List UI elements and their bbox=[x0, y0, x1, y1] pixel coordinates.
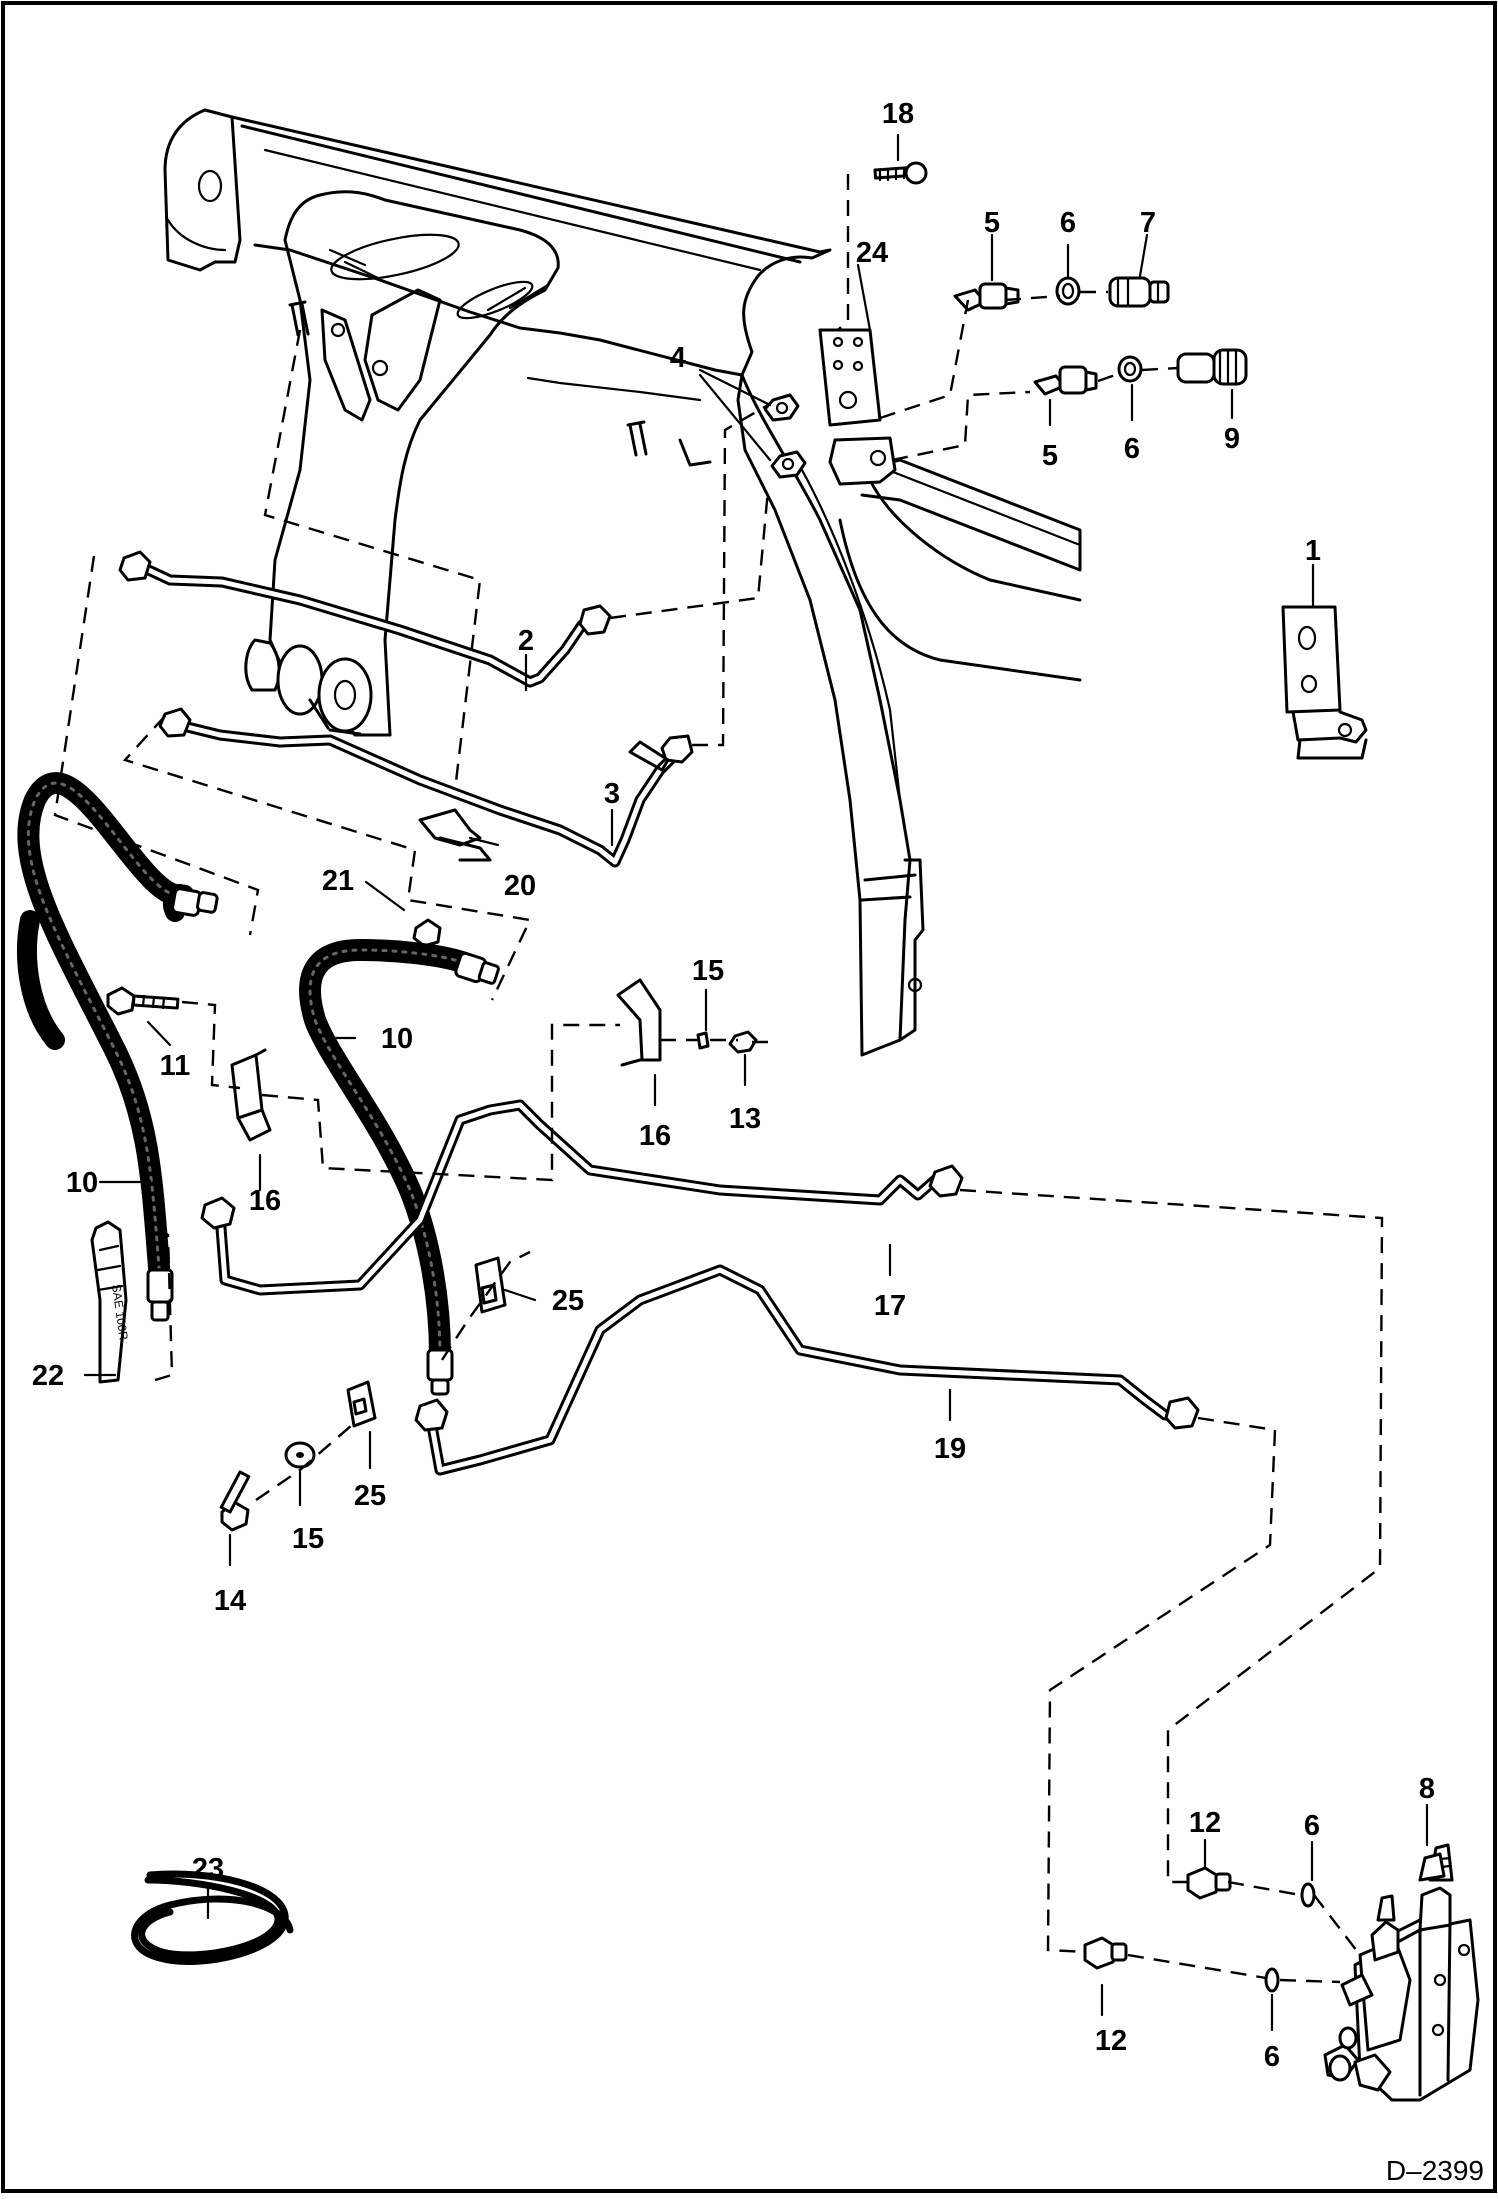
callout-13: 13 bbox=[729, 1103, 761, 1135]
nuts-4 bbox=[763, 393, 807, 479]
callout-23: 23 bbox=[192, 1853, 224, 1885]
fittings-lower bbox=[1033, 348, 1248, 396]
control-valve bbox=[1323, 1843, 1480, 2102]
callout-11: 11 bbox=[160, 1050, 191, 1082]
hose-10-right bbox=[299, 938, 500, 1396]
callout-2: 2 bbox=[518, 625, 534, 657]
tube-3 bbox=[158, 707, 694, 868]
callout-6-valve-lower: 6 bbox=[1264, 2041, 1280, 2073]
leader-lines bbox=[83, 133, 1429, 2032]
callout-12-lower: 12 bbox=[1095, 2025, 1127, 2057]
callout-16-right: 16 bbox=[639, 1120, 671, 1152]
callout-18: 18 bbox=[882, 98, 914, 130]
nut-21 bbox=[412, 918, 442, 948]
fitting-8 bbox=[1418, 1852, 1446, 1882]
hose-10-left bbox=[17, 772, 219, 1322]
clamp-25-upper bbox=[474, 1256, 507, 1314]
callout-12-upper: 12 bbox=[1189, 1807, 1221, 1839]
callout-19: 19 bbox=[934, 1433, 966, 1465]
callout-9: 9 bbox=[1224, 423, 1240, 455]
drawing-number: D–2399 bbox=[1386, 2155, 1484, 2186]
callout-7: 7 bbox=[1140, 207, 1156, 239]
bolt-14 bbox=[219, 1470, 251, 1532]
callout-8: 8 bbox=[1419, 1773, 1435, 1805]
clamp-20 bbox=[418, 808, 492, 862]
fittings-12 bbox=[1083, 1866, 1316, 1993]
bulkhead-plate-1 bbox=[1281, 605, 1368, 760]
callout-17: 17 bbox=[874, 1290, 906, 1322]
callout-3: 3 bbox=[604, 778, 620, 810]
bolt-11 bbox=[106, 986, 180, 1016]
callout-6-upper: 6 bbox=[1060, 207, 1076, 239]
lift-arm-frame bbox=[163, 108, 1082, 1057]
callout-25-lower: 25 bbox=[354, 1480, 386, 1512]
callout-25-upper: 25 bbox=[552, 1285, 584, 1317]
clamp-16-left bbox=[230, 1048, 272, 1142]
callout-21: 21 bbox=[322, 865, 354, 897]
callout-6-valve-upper: 6 bbox=[1304, 1810, 1320, 1842]
callout-5-lower: 5 bbox=[1042, 440, 1058, 472]
callout-14: 14 bbox=[214, 1585, 246, 1617]
tube-17 bbox=[200, 1099, 964, 1296]
callout-5-upper: 5 bbox=[984, 207, 1000, 239]
callout-20: 20 bbox=[504, 870, 536, 902]
washer-15 bbox=[284, 1441, 316, 1469]
bolt-18 bbox=[873, 161, 928, 185]
callout-16-left: 16 bbox=[249, 1185, 281, 1217]
callout-24: 24 bbox=[856, 237, 888, 269]
callout-4: 4 bbox=[670, 342, 686, 374]
callout-10-right: 10 bbox=[381, 1023, 413, 1055]
hose-coil-23 bbox=[131, 1870, 294, 1965]
clamp-25-lower bbox=[346, 1380, 377, 1428]
clamp-16-right bbox=[616, 978, 758, 1067]
hose-sleeve-22: SAE 100R bbox=[90, 1220, 131, 1384]
callout-15-upper: 15 bbox=[692, 955, 724, 987]
tube-2 bbox=[118, 550, 612, 688]
dashed-leaders bbox=[53, 174, 1384, 1984]
callout-15-lower: 15 bbox=[292, 1523, 324, 1555]
callout-1: 1 bbox=[1305, 535, 1321, 567]
callout-6-middle: 6 bbox=[1124, 433, 1140, 465]
fittings-upper bbox=[953, 276, 1170, 312]
callout-22: 22 bbox=[32, 1360, 64, 1392]
callout-labels: 1 2 3 4 5 5 6 6 6 6 7 8 9 10 10 11 12 12… bbox=[32, 98, 1435, 2073]
bulkhead-bracket-24 bbox=[818, 328, 882, 427]
callout-10-left: 10 bbox=[66, 1167, 98, 1199]
tube-19 bbox=[414, 1264, 1200, 1476]
